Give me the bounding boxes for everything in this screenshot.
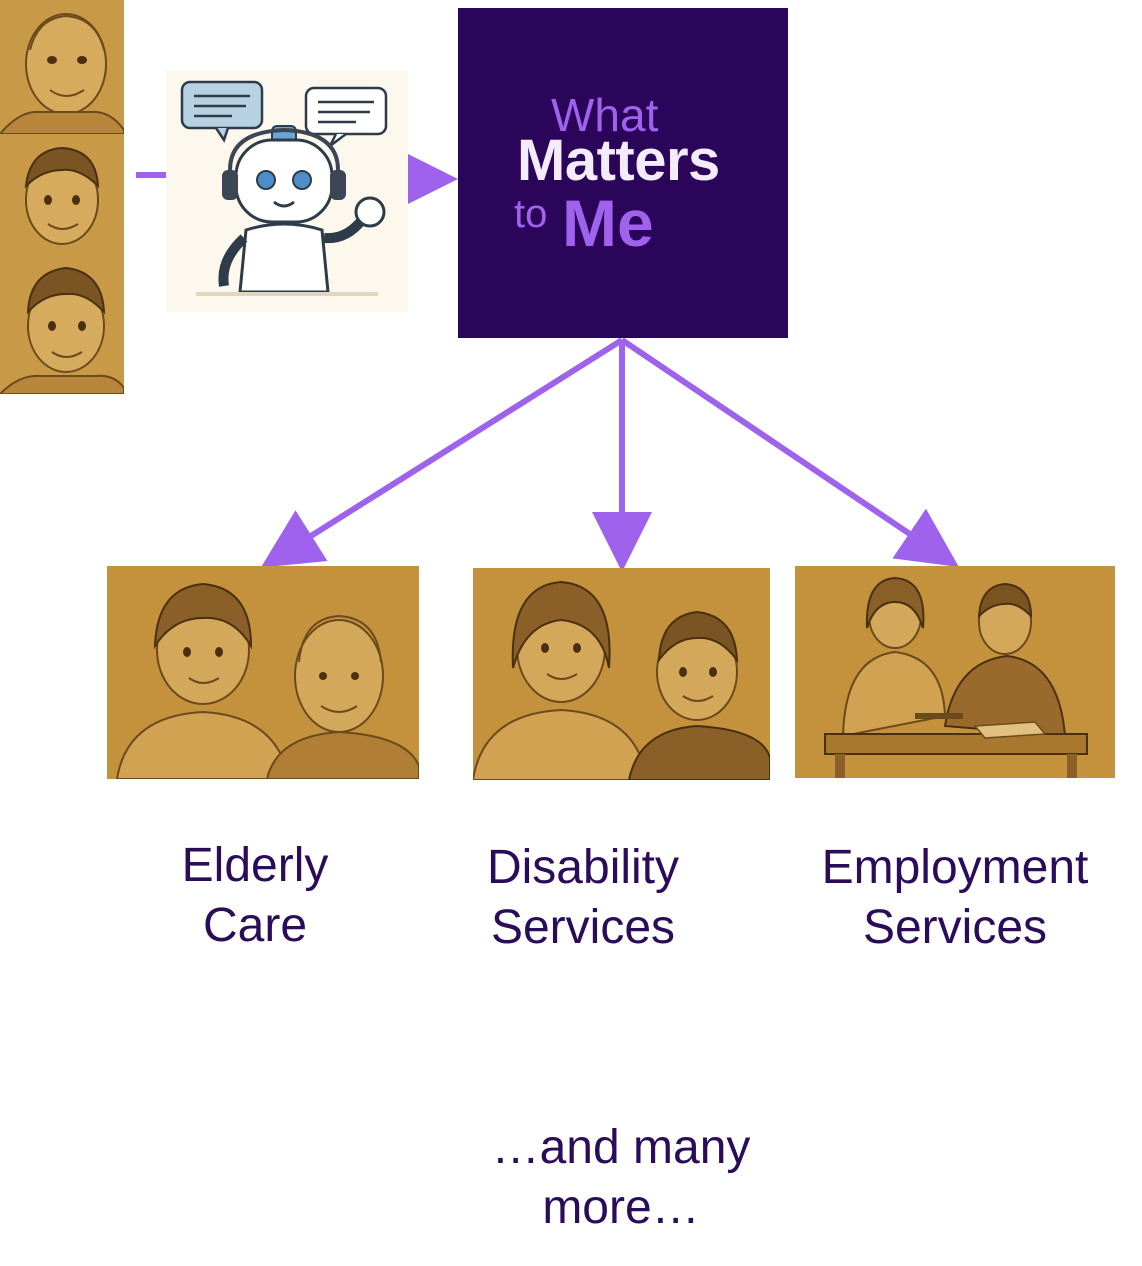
and-many-more-line2: more… xyxy=(542,1181,700,1234)
what-matters-to-me-logo: What Matters to Me xyxy=(458,8,788,338)
and-many-more-note: …and many more… xyxy=(446,1118,796,1238)
logo-me: Me xyxy=(562,186,654,260)
label-employment-services-line1: Employment xyxy=(821,841,1089,894)
label-elderly-care-line2: Care xyxy=(202,899,308,952)
disability-services-illustration xyxy=(473,568,770,780)
employment-services-illustration xyxy=(795,566,1115,778)
arrow-to-employment-services xyxy=(620,337,959,568)
and-many-more-line1: …and many xyxy=(491,1121,751,1174)
ai-assistant-robot-icon xyxy=(166,70,408,312)
label-disability-services-line1: Disability xyxy=(486,841,680,894)
portrait-elderly-man xyxy=(0,0,124,134)
elderly-care-illustration xyxy=(107,566,419,779)
logo-to: to xyxy=(514,192,548,236)
label-disability-services-line2: Services xyxy=(490,901,676,954)
label-employment-services: Employment Services xyxy=(800,838,1110,958)
portrait-young-man xyxy=(0,134,124,256)
label-elderly-care-line1: Elderly xyxy=(181,839,329,892)
logo-matters: Matters xyxy=(517,128,720,193)
portrait-man xyxy=(0,256,124,394)
label-elderly-care: Elderly Care xyxy=(107,836,403,956)
arrow-to-elderly-care xyxy=(260,337,624,568)
label-employment-services-line2: Services xyxy=(862,901,1048,954)
logo-what: What xyxy=(551,89,659,141)
label-disability-services: Disability Services xyxy=(430,838,736,958)
